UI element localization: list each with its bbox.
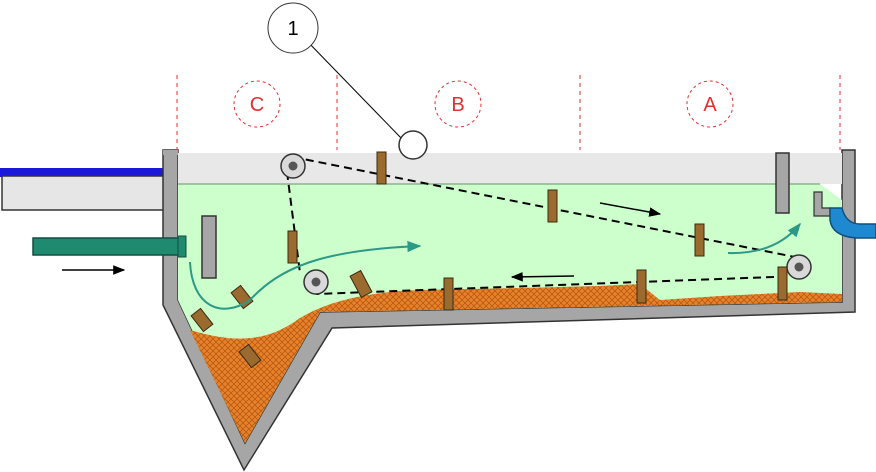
- inlet-pipe: [32, 235, 187, 258]
- callout-circle: [267, 2, 319, 54]
- channel-blue-stripe: [0, 168, 165, 177]
- surface-band: [178, 153, 842, 184]
- sprocket-top-left: [280, 153, 306, 179]
- zone-label-a: A: [686, 80, 734, 128]
- sprocket-bottom-left: [303, 269, 329, 295]
- chain-direction-arrow-right: [599, 202, 662, 217]
- scraper-flight: [349, 269, 373, 299]
- scraper-flight: [190, 307, 214, 333]
- zone-label-text: B: [451, 94, 464, 116]
- outlet-flow-curve: [727, 222, 801, 255]
- chain-vertical-run: [286, 171, 301, 274]
- zone-circle: [686, 80, 734, 128]
- chain-top-run: [292, 156, 801, 259]
- chain-direction-arrow-left: [510, 272, 575, 282]
- scraper-flight: [376, 151, 387, 185]
- scraper-flight: [777, 266, 788, 301]
- scraper-flight: [287, 230, 298, 264]
- zone-dividers: [176, 75, 841, 150]
- callout-label: 1: [287, 18, 298, 40]
- scraper-flight: [547, 189, 558, 223]
- outlet-pipe: [829, 207, 876, 239]
- inlet-pipe-flange: [177, 235, 187, 258]
- water-body: [178, 184, 842, 443]
- scraper-flights: [190, 151, 788, 369]
- callout-leader-line: [305, 39, 404, 141]
- inlet-pipe-body: [32, 237, 184, 256]
- callout-target-circle: [398, 130, 428, 160]
- zone-label-text: C: [250, 94, 264, 116]
- scraper-flight: [238, 343, 262, 369]
- sprocket-right: [786, 254, 812, 280]
- scraper-flight: [443, 277, 454, 311]
- top-feed-channel: [0, 168, 166, 211]
- zone-label-b: B: [434, 80, 482, 128]
- sludge-layer: [190, 284, 842, 443]
- callout-1: 1: [267, 2, 428, 160]
- scraper-flight: [636, 269, 647, 304]
- zone-circle: [434, 80, 482, 128]
- chain-bottom-run: [315, 275, 801, 295]
- zone-label-c: C: [233, 80, 281, 128]
- inlet-baffle: [201, 215, 217, 279]
- zone-label-text: A: [703, 94, 717, 116]
- channel-body: [1, 175, 166, 211]
- tank-rim-left: [163, 150, 178, 155]
- scraper-flight: [694, 223, 705, 257]
- inlet-flow-curve: [189, 240, 422, 310]
- scraper-chain: [286, 156, 801, 295]
- outlet-baffle: [775, 152, 790, 214]
- zone-circle: [233, 80, 281, 128]
